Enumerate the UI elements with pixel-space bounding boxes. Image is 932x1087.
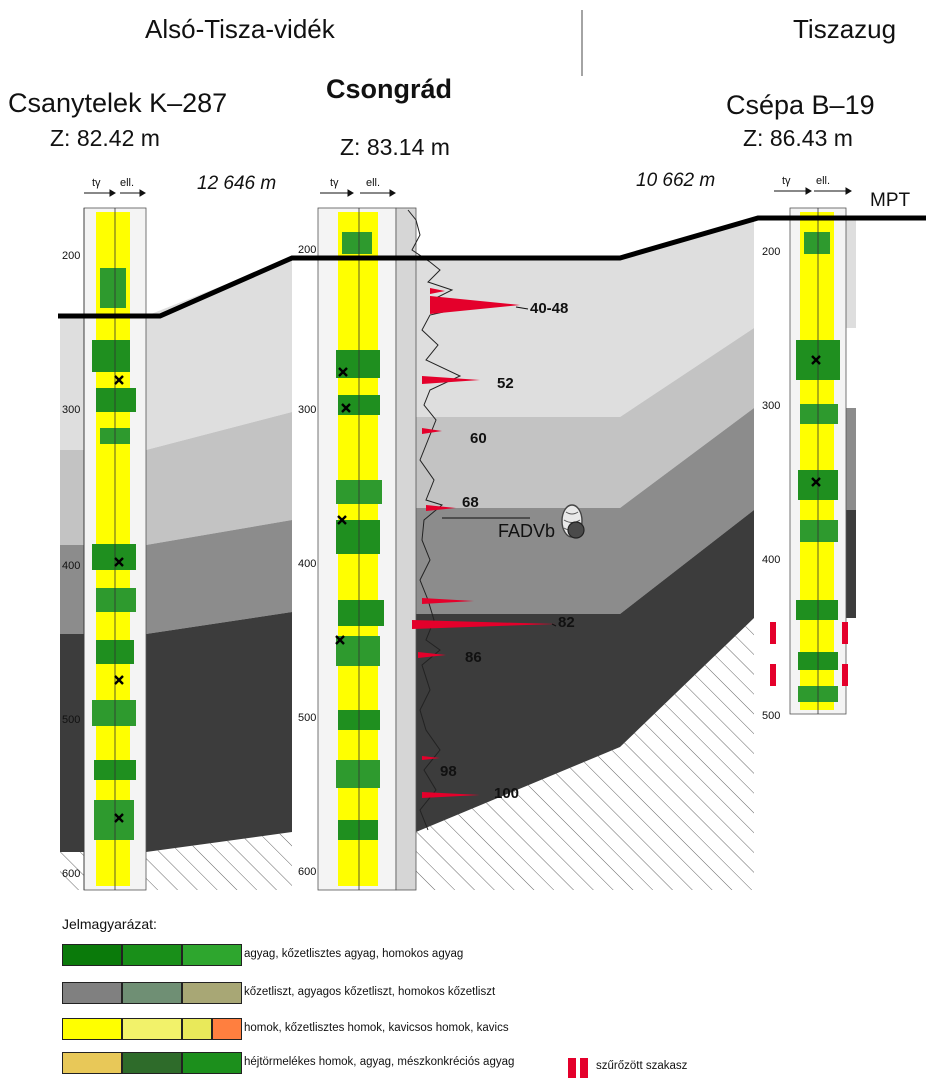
legend-label: héjtörmelékes homok, agyag, mészkonkréci…	[244, 1056, 515, 1068]
depth-tick: 400	[62, 560, 81, 572]
legend-swatch	[212, 1018, 242, 1040]
sample-label: 60	[470, 430, 487, 447]
column-header-gamma: tγ	[92, 177, 101, 189]
depth-tick: 500	[298, 712, 317, 724]
snail-fossil-icon	[561, 504, 585, 539]
depth-tick: 600	[298, 866, 317, 878]
sample-label: 68	[462, 494, 479, 511]
well-column-right	[770, 207, 848, 715]
depth-tick: 200	[762, 246, 781, 258]
screened-interval-icon	[568, 1058, 588, 1078]
legend-swatch	[62, 1018, 122, 1040]
layer-bands-right	[416, 218, 856, 832]
well-elevation-csongrad: Z: 83.14 m	[340, 134, 450, 160]
column-header-gamma: tγ	[782, 175, 791, 187]
well-column-left	[83, 207, 147, 891]
red-peaks	[412, 288, 556, 798]
layer-bands-left	[60, 258, 292, 852]
depth-tick: 300	[762, 400, 781, 412]
depth-tick: 200	[298, 244, 317, 256]
screened-interval	[842, 622, 848, 644]
legend-swatch	[122, 1018, 182, 1040]
depth-tick: 400	[298, 558, 317, 570]
well-name-csongrad: Csongrád	[326, 74, 453, 104]
region-label-right: Tiszazug	[793, 14, 897, 44]
legend-swatch	[122, 944, 182, 966]
well-elevation-csepa: Z: 86.43 m	[743, 125, 853, 151]
column-header-resistivity: ell.	[816, 175, 831, 187]
region-label-left: Alsó-Tisza-vidék	[145, 14, 335, 44]
screened-interval	[770, 622, 776, 644]
sample-label: 40-48	[530, 300, 569, 317]
legend-label: kőzetliszt, agyagos kőzetliszt, homokos …	[244, 986, 496, 998]
depth-tick: 500	[62, 714, 81, 726]
column-header-resistivity: ell.	[366, 177, 381, 189]
mpt-label: MPT	[870, 190, 911, 211]
depth-tick: 400	[762, 554, 781, 566]
legend-swatch	[122, 982, 182, 1004]
well-name-csanytelek: Csanytelek K–287	[8, 88, 228, 118]
legend-swatch	[62, 1052, 122, 1074]
fadvb-label: FADVb	[498, 521, 556, 541]
legend-swatch	[62, 982, 122, 1004]
column-header-gamma: tγ	[330, 177, 339, 189]
legend-swatch	[182, 982, 242, 1004]
distance-left: 12 646 m	[197, 173, 277, 194]
legend-swatch	[182, 1018, 212, 1040]
sample-label: 86	[465, 649, 482, 666]
legend-label: agyag, kőzetlisztes agyag, homokos agyag	[244, 948, 464, 960]
legend-title: Jelmagyarázat:	[62, 916, 157, 932]
sample-label: 82	[558, 614, 575, 631]
legend-label: szűrőzött szakasz	[596, 1060, 688, 1072]
screened-interval	[842, 664, 848, 686]
column-header-resistivity: ell.	[120, 177, 135, 189]
screened-interval	[770, 664, 776, 686]
well-name-csepa: Csépa B–19	[726, 90, 875, 120]
well-elevation-csanytelek: Z: 82.42 m	[50, 125, 160, 151]
mpt-horizon-line	[58, 215, 926, 319]
depth-tick: 200	[62, 250, 81, 262]
column-header-arrows	[84, 187, 852, 197]
sample-label: 100	[494, 785, 520, 802]
distance-right: 10 662 m	[636, 170, 716, 191]
depth-tick: 600	[62, 868, 81, 880]
legend-label: homok, kőzetlisztes homok, kavicsos homo…	[244, 1022, 509, 1034]
depth-tick: 300	[62, 404, 81, 416]
depth-tick: 300	[298, 404, 317, 416]
sample-label: 52	[497, 375, 514, 392]
legend-swatch	[122, 1052, 182, 1074]
sample-leaders	[442, 306, 557, 627]
legend-swatch	[182, 1052, 242, 1074]
sample-label: 98	[440, 763, 457, 780]
legend-swatch	[182, 944, 242, 966]
legend-filtered: szűrőzött szakasz	[566, 1058, 687, 1083]
legend-swatch	[62, 944, 122, 966]
depth-tick: 500	[762, 710, 781, 722]
sample-markers	[114, 355, 821, 823]
